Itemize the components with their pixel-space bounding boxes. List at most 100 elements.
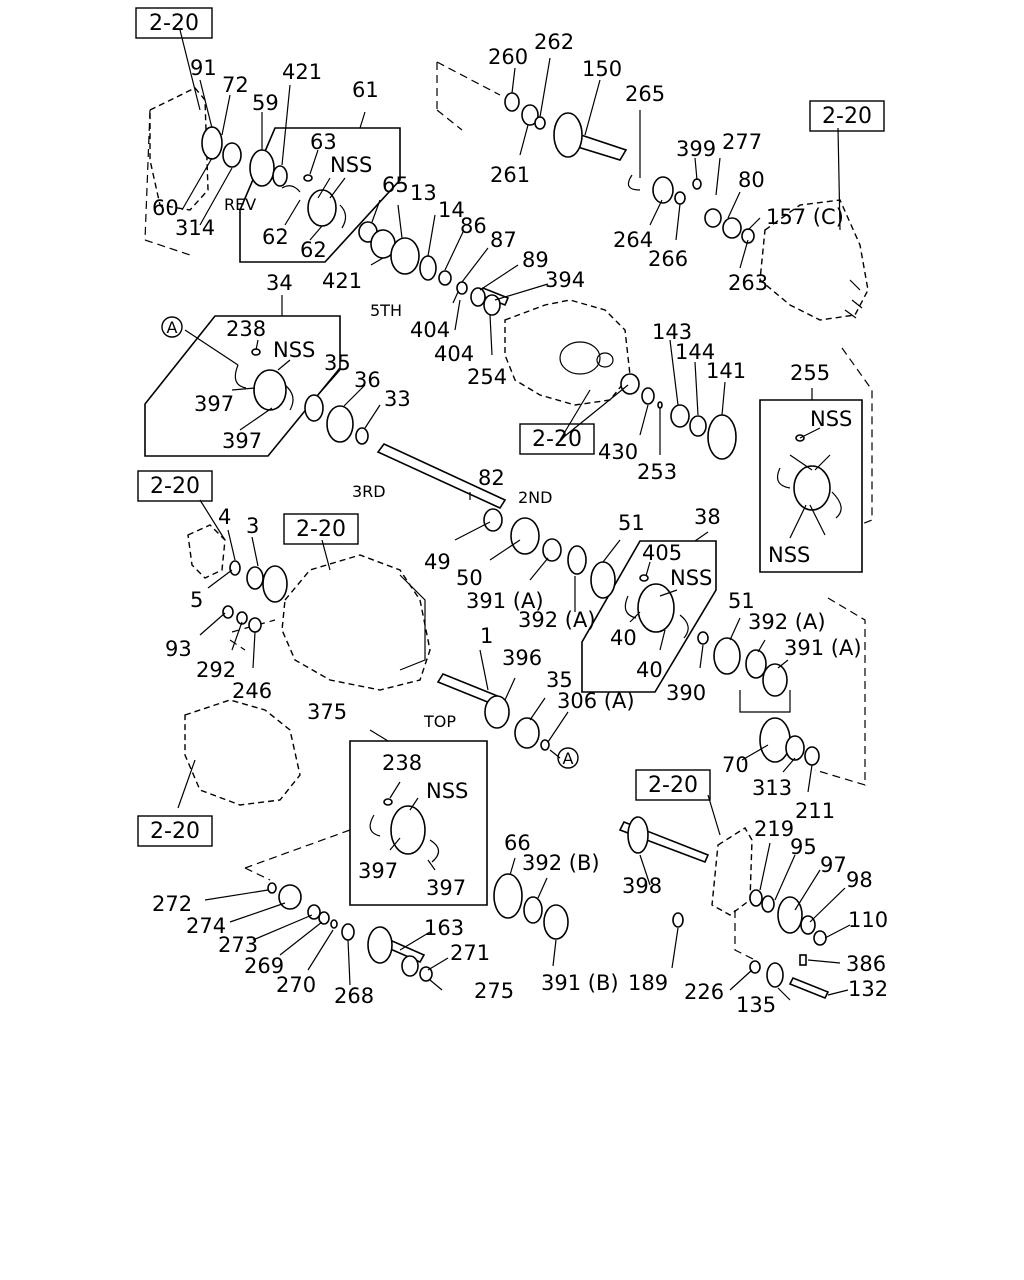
- svg-text:397: 397: [194, 392, 234, 416]
- svg-text:391 (A): 391 (A): [784, 636, 862, 660]
- components: [201, 92, 842, 988]
- svg-text:NSS: NSS: [273, 338, 315, 362]
- svg-text:60: 60: [152, 196, 179, 220]
- svg-text:219: 219: [754, 817, 794, 841]
- svg-text:5TH: 5TH: [370, 301, 402, 320]
- svg-text:421: 421: [322, 269, 362, 293]
- svg-text:135: 135: [736, 993, 776, 1017]
- svg-text:394: 394: [545, 268, 585, 292]
- svg-text:40: 40: [636, 658, 663, 682]
- svg-text:82: 82: [478, 466, 505, 490]
- svg-text:306 (A): 306 (A): [557, 689, 635, 713]
- svg-text:143: 143: [652, 320, 692, 344]
- svg-text:266: 266: [648, 247, 688, 271]
- ref-box-top-left: 2-20: [135, 7, 213, 39]
- group-375-frame: [349, 740, 488, 906]
- svg-text:110: 110: [848, 908, 888, 932]
- assembly-group-frames: [144, 61, 873, 961]
- group-255-frame: [759, 399, 863, 573]
- svg-text:49: 49: [424, 550, 451, 574]
- svg-text:14: 14: [438, 198, 465, 222]
- svg-text:132: 132: [848, 977, 888, 1001]
- svg-text:51: 51: [618, 511, 645, 535]
- svg-text:272: 272: [152, 892, 192, 916]
- group-34-frame: [144, 315, 341, 457]
- svg-text:98: 98: [846, 868, 873, 892]
- svg-text:87: 87: [490, 228, 517, 252]
- svg-text:66: 66: [504, 831, 531, 855]
- svg-text:62: 62: [300, 238, 327, 262]
- svg-text:264: 264: [613, 228, 653, 252]
- svg-text:313: 313: [752, 776, 792, 800]
- svg-text:62: 62: [262, 225, 289, 249]
- svg-text:292: 292: [196, 658, 236, 682]
- svg-text:72: 72: [222, 73, 249, 97]
- svg-text:404: 404: [410, 318, 450, 342]
- svg-text:38: 38: [694, 505, 721, 529]
- svg-text:391 (A): 391 (A): [466, 589, 544, 613]
- svg-text:NSS: NSS: [810, 407, 852, 431]
- svg-text:2-20: 2-20: [296, 517, 346, 542]
- extension-case: [759, 199, 869, 321]
- rear-cover-plate: [711, 827, 753, 916]
- housing-outlines: [149, 87, 869, 916]
- ref-box-center: 2-20: [519, 423, 595, 455]
- svg-text:65: 65: [382, 173, 409, 197]
- svg-text:A: A: [563, 749, 574, 768]
- svg-text:80: 80: [738, 168, 765, 192]
- svg-text:51: 51: [728, 589, 755, 613]
- svg-text:263: 263: [728, 271, 768, 295]
- svg-text:2-20: 2-20: [532, 427, 582, 452]
- svg-text:189: 189: [628, 971, 668, 995]
- ref-box-top-right: 2-20: [809, 100, 885, 132]
- svg-text:2-20: 2-20: [822, 104, 872, 129]
- svg-text:396: 396: [502, 646, 542, 670]
- svg-text:144: 144: [675, 340, 715, 364]
- svg-text:33: 33: [384, 387, 411, 411]
- svg-text:150: 150: [582, 57, 622, 81]
- svg-text:34: 34: [266, 271, 293, 295]
- svg-text:89: 89: [522, 248, 549, 272]
- svg-text:404: 404: [434, 342, 474, 366]
- svg-text:4: 4: [218, 505, 231, 529]
- svg-text:260: 260: [488, 45, 528, 69]
- front-cover-plate: [149, 87, 209, 211]
- svg-text:375: 375: [307, 700, 347, 724]
- svg-text:95: 95: [790, 835, 817, 859]
- svg-text:163: 163: [424, 916, 464, 940]
- intermediate-plate: [504, 299, 631, 406]
- svg-text:397: 397: [222, 429, 262, 453]
- svg-text:REV: REV: [224, 195, 256, 214]
- svg-text:36: 36: [354, 368, 381, 392]
- speedo-pin-132: [788, 976, 830, 1000]
- ref-box-case: 2-20: [283, 513, 359, 545]
- svg-text:273: 273: [218, 933, 258, 957]
- svg-text:271: 271: [450, 941, 490, 965]
- svg-text:A: A: [167, 318, 178, 337]
- svg-text:314: 314: [175, 216, 215, 240]
- svg-text:2-20: 2-20: [149, 11, 199, 36]
- svg-text:405: 405: [642, 541, 682, 565]
- leader-lines: [177, 29, 851, 1001]
- svg-text:93: 93: [165, 637, 192, 661]
- svg-text:13: 13: [410, 181, 437, 205]
- side-cover: [187, 524, 226, 579]
- svg-text:35: 35: [324, 351, 351, 375]
- svg-text:430: 430: [598, 440, 638, 464]
- svg-text:392 (B): 392 (B): [522, 851, 600, 875]
- svg-text:141: 141: [706, 359, 746, 383]
- svg-text:246: 246: [232, 679, 272, 703]
- svg-text:97: 97: [820, 853, 847, 877]
- svg-text:274: 274: [186, 914, 226, 938]
- transmission-case: [281, 554, 431, 691]
- adapter-case: [184, 699, 301, 806]
- svg-text:63: 63: [310, 130, 337, 154]
- svg-text:398: 398: [622, 874, 662, 898]
- svg-text:2-20: 2-20: [648, 773, 698, 798]
- svg-text:35: 35: [546, 668, 573, 692]
- svg-text:50: 50: [456, 566, 483, 590]
- svg-text:421: 421: [282, 60, 322, 84]
- svg-text:255: 255: [790, 361, 830, 385]
- svg-text:3: 3: [246, 514, 259, 538]
